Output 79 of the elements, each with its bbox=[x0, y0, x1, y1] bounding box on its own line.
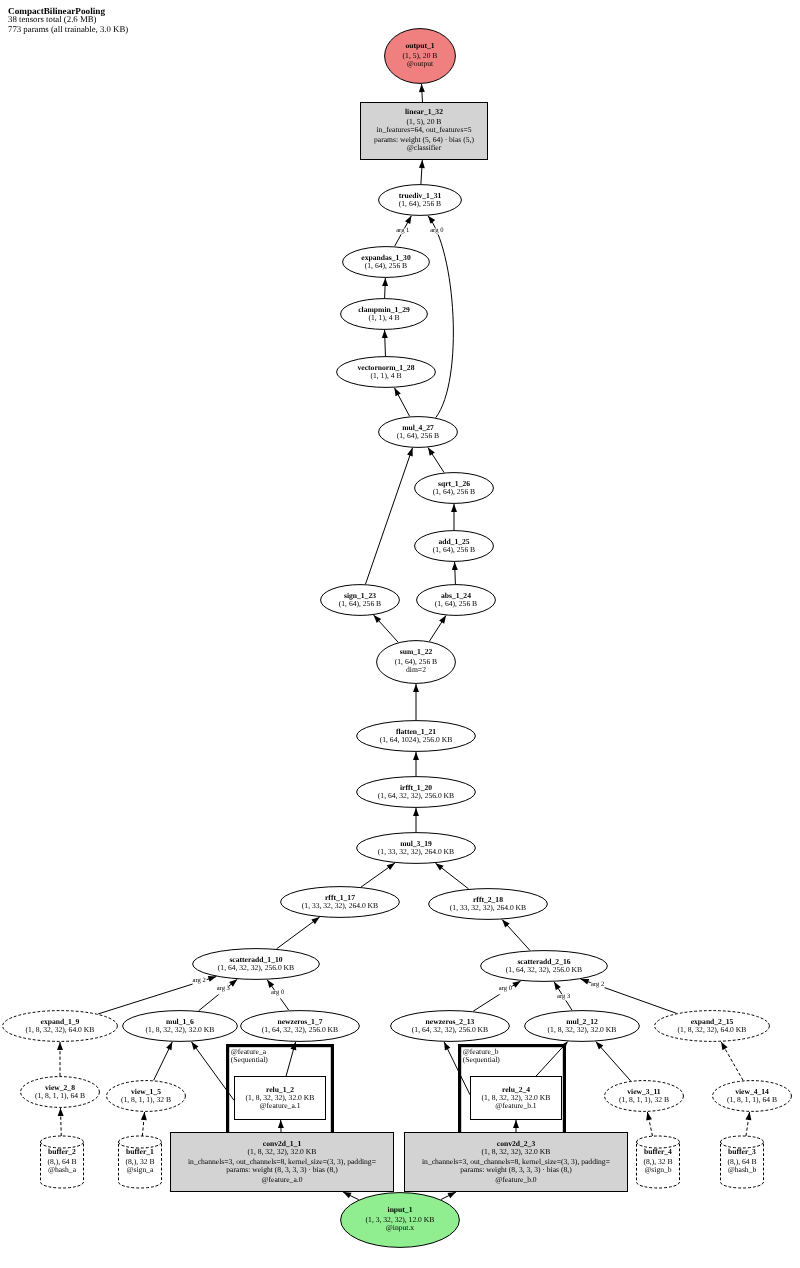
layer-box bbox=[170, 1132, 394, 1192]
arrow bbox=[745, 1111, 752, 1137]
tensor-ellipse bbox=[524, 1010, 640, 1042]
arrow bbox=[360, 862, 396, 888]
tensor-ellipse bbox=[384, 28, 456, 84]
arrow bbox=[365, 447, 413, 585]
buffer-cylinder bbox=[40, 1136, 84, 1188]
arrow bbox=[57, 1041, 63, 1077]
arrow bbox=[276, 916, 321, 950]
tensor-ellipse bbox=[340, 1192, 460, 1248]
arrow bbox=[580, 978, 678, 1014]
tensor-ellipse bbox=[654, 1010, 770, 1042]
tensor-ellipse bbox=[240, 1010, 360, 1042]
tensor-ellipse bbox=[356, 832, 476, 864]
tensor-ellipse bbox=[376, 640, 456, 684]
arrow bbox=[428, 615, 447, 642]
arrow bbox=[394, 215, 412, 247]
arrow bbox=[472, 980, 522, 1012]
tensor-ellipse bbox=[340, 298, 428, 330]
arrow bbox=[427, 215, 454, 419]
arrow bbox=[427, 447, 445, 473]
arrow bbox=[443, 1041, 471, 1096]
arrow bbox=[434, 862, 470, 890]
arrow bbox=[393, 387, 411, 417]
arrow bbox=[373, 614, 399, 643]
arrow bbox=[440, 1191, 457, 1201]
arrow bbox=[97, 976, 217, 1015]
arrow bbox=[595, 1041, 632, 1082]
tensor-ellipse bbox=[414, 530, 494, 562]
tensor-ellipse bbox=[122, 1010, 238, 1042]
arrow bbox=[418, 159, 425, 185]
tensor-ellipse bbox=[378, 416, 458, 448]
tensor-ellipse bbox=[280, 886, 400, 918]
arrow bbox=[413, 807, 419, 833]
arrow bbox=[285, 1041, 297, 1077]
arrow bbox=[198, 978, 238, 1012]
tensor-ellipse bbox=[192, 948, 320, 980]
arrow bbox=[381, 329, 388, 357]
tensor-ellipse bbox=[416, 584, 496, 616]
arrow bbox=[418, 83, 425, 103]
buffer-cylinder bbox=[118, 1136, 162, 1188]
arrow bbox=[382, 277, 389, 299]
arrow bbox=[535, 1041, 569, 1077]
layer-box bbox=[234, 1076, 326, 1120]
tensor-ellipse bbox=[378, 184, 462, 216]
layer-box bbox=[470, 1076, 562, 1120]
buffer-cylinder bbox=[720, 1136, 764, 1188]
tensor-ellipse bbox=[414, 472, 494, 504]
arrow bbox=[413, 751, 419, 777]
tensor-ellipse bbox=[20, 1076, 100, 1108]
tensor-ellipse bbox=[712, 1080, 792, 1112]
arrow bbox=[190, 1041, 235, 1101]
tensor-ellipse bbox=[356, 720, 476, 752]
arrow bbox=[153, 1041, 173, 1081]
arrow bbox=[266, 979, 290, 1011]
arrow bbox=[277, 1119, 284, 1133]
tensor-ellipse bbox=[390, 1010, 510, 1042]
tensor-ellipse bbox=[342, 246, 430, 278]
arrow bbox=[413, 683, 419, 721]
tensor-ellipse bbox=[2, 1010, 118, 1042]
arrow bbox=[513, 1119, 519, 1133]
tensor-ellipse bbox=[320, 584, 400, 616]
tensor-ellipse bbox=[428, 888, 548, 920]
layer-box bbox=[360, 102, 488, 160]
arrow bbox=[646, 1111, 653, 1137]
tensor-ellipse bbox=[336, 356, 436, 388]
arrow bbox=[451, 561, 458, 585]
tensor-ellipse bbox=[356, 776, 476, 808]
tensor-ellipse bbox=[604, 1080, 684, 1112]
arrow bbox=[140, 1111, 147, 1137]
tensor-ellipse bbox=[106, 1080, 186, 1112]
arrow bbox=[451, 503, 457, 531]
tensor-ellipse bbox=[480, 950, 608, 982]
layer-box bbox=[404, 1132, 628, 1192]
arrow bbox=[57, 1107, 64, 1137]
buffer-cylinder bbox=[636, 1136, 680, 1188]
arrow bbox=[342, 1191, 360, 1201]
arrow bbox=[720, 1041, 744, 1081]
arrow bbox=[501, 919, 531, 951]
